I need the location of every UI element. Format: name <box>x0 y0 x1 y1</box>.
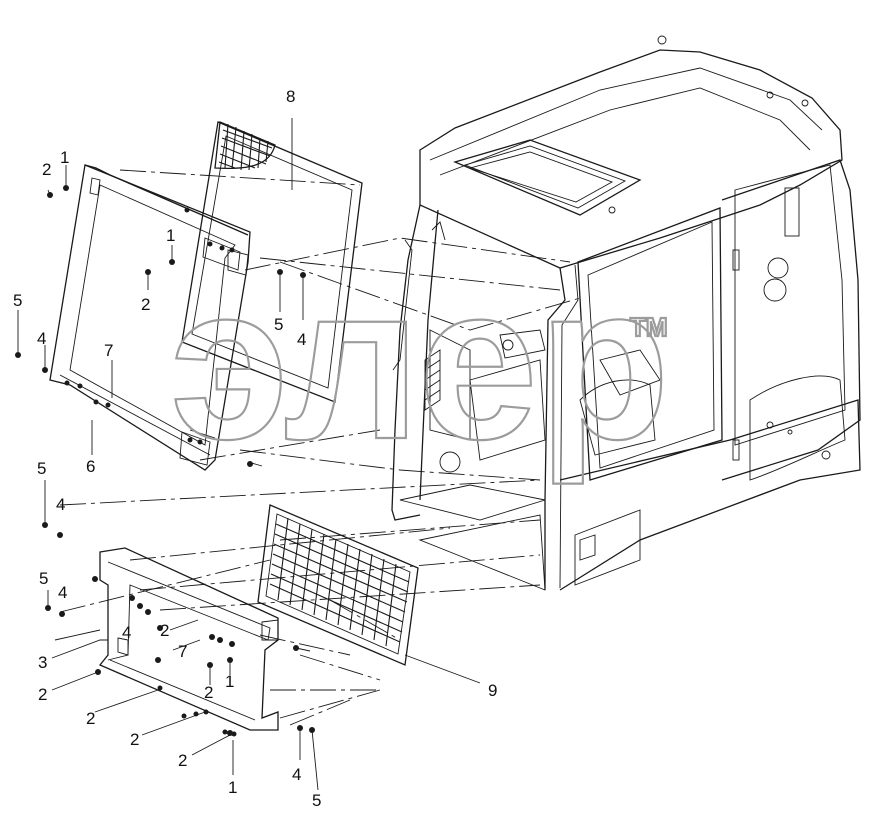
callout-4: 4 <box>292 765 301 784</box>
callout-5: 5 <box>13 291 22 310</box>
upper-mesh-guard-part-8 <box>181 121 363 439</box>
callout-1: 1 <box>60 148 69 167</box>
fasteners <box>15 118 481 791</box>
callout-2: 2 <box>42 160 51 179</box>
callout-5: 5 <box>274 315 283 334</box>
callout-5: 5 <box>37 459 46 478</box>
callout-4: 4 <box>58 583 67 602</box>
callout-1: 1 <box>225 672 234 691</box>
lower-guard-frame-part-3 <box>98 547 279 737</box>
callout-7: 7 <box>104 341 113 360</box>
callout-2: 2 <box>160 621 169 640</box>
watermark: элер TM <box>169 238 671 486</box>
callout-1: 1 <box>228 778 237 797</box>
callout-7: 7 <box>178 642 187 661</box>
callout-2: 2 <box>86 709 95 728</box>
callout-labels: 8 1 2 1 2 5 4 5 4 7 6 5 4 5 4 3 4 2 7 2 … <box>13 87 497 810</box>
callout-3: 3 <box>38 653 47 672</box>
callout-4: 4 <box>122 623 131 642</box>
watermark-trademark: TM <box>630 312 668 342</box>
callout-5: 5 <box>39 569 48 588</box>
lower-mesh-screen-part-9 <box>257 504 419 666</box>
callout-2: 2 <box>38 685 47 704</box>
callout-8: 8 <box>286 87 295 106</box>
callout-1: 1 <box>166 226 175 245</box>
callout-2: 2 <box>204 683 213 702</box>
upper-guard-frame-part-6 <box>49 164 251 471</box>
callout-4: 4 <box>297 330 306 349</box>
callout-2: 2 <box>130 730 139 749</box>
callout-2: 2 <box>141 295 150 314</box>
callout-5: 5 <box>312 791 321 810</box>
callout-4: 4 <box>56 495 65 514</box>
operator-cab <box>391 35 861 591</box>
callout-6: 6 <box>86 457 95 476</box>
callout-4: 4 <box>37 329 46 348</box>
callout-9: 9 <box>488 681 497 700</box>
watermark-text: элер <box>170 239 670 485</box>
callout-2: 2 <box>178 751 187 770</box>
